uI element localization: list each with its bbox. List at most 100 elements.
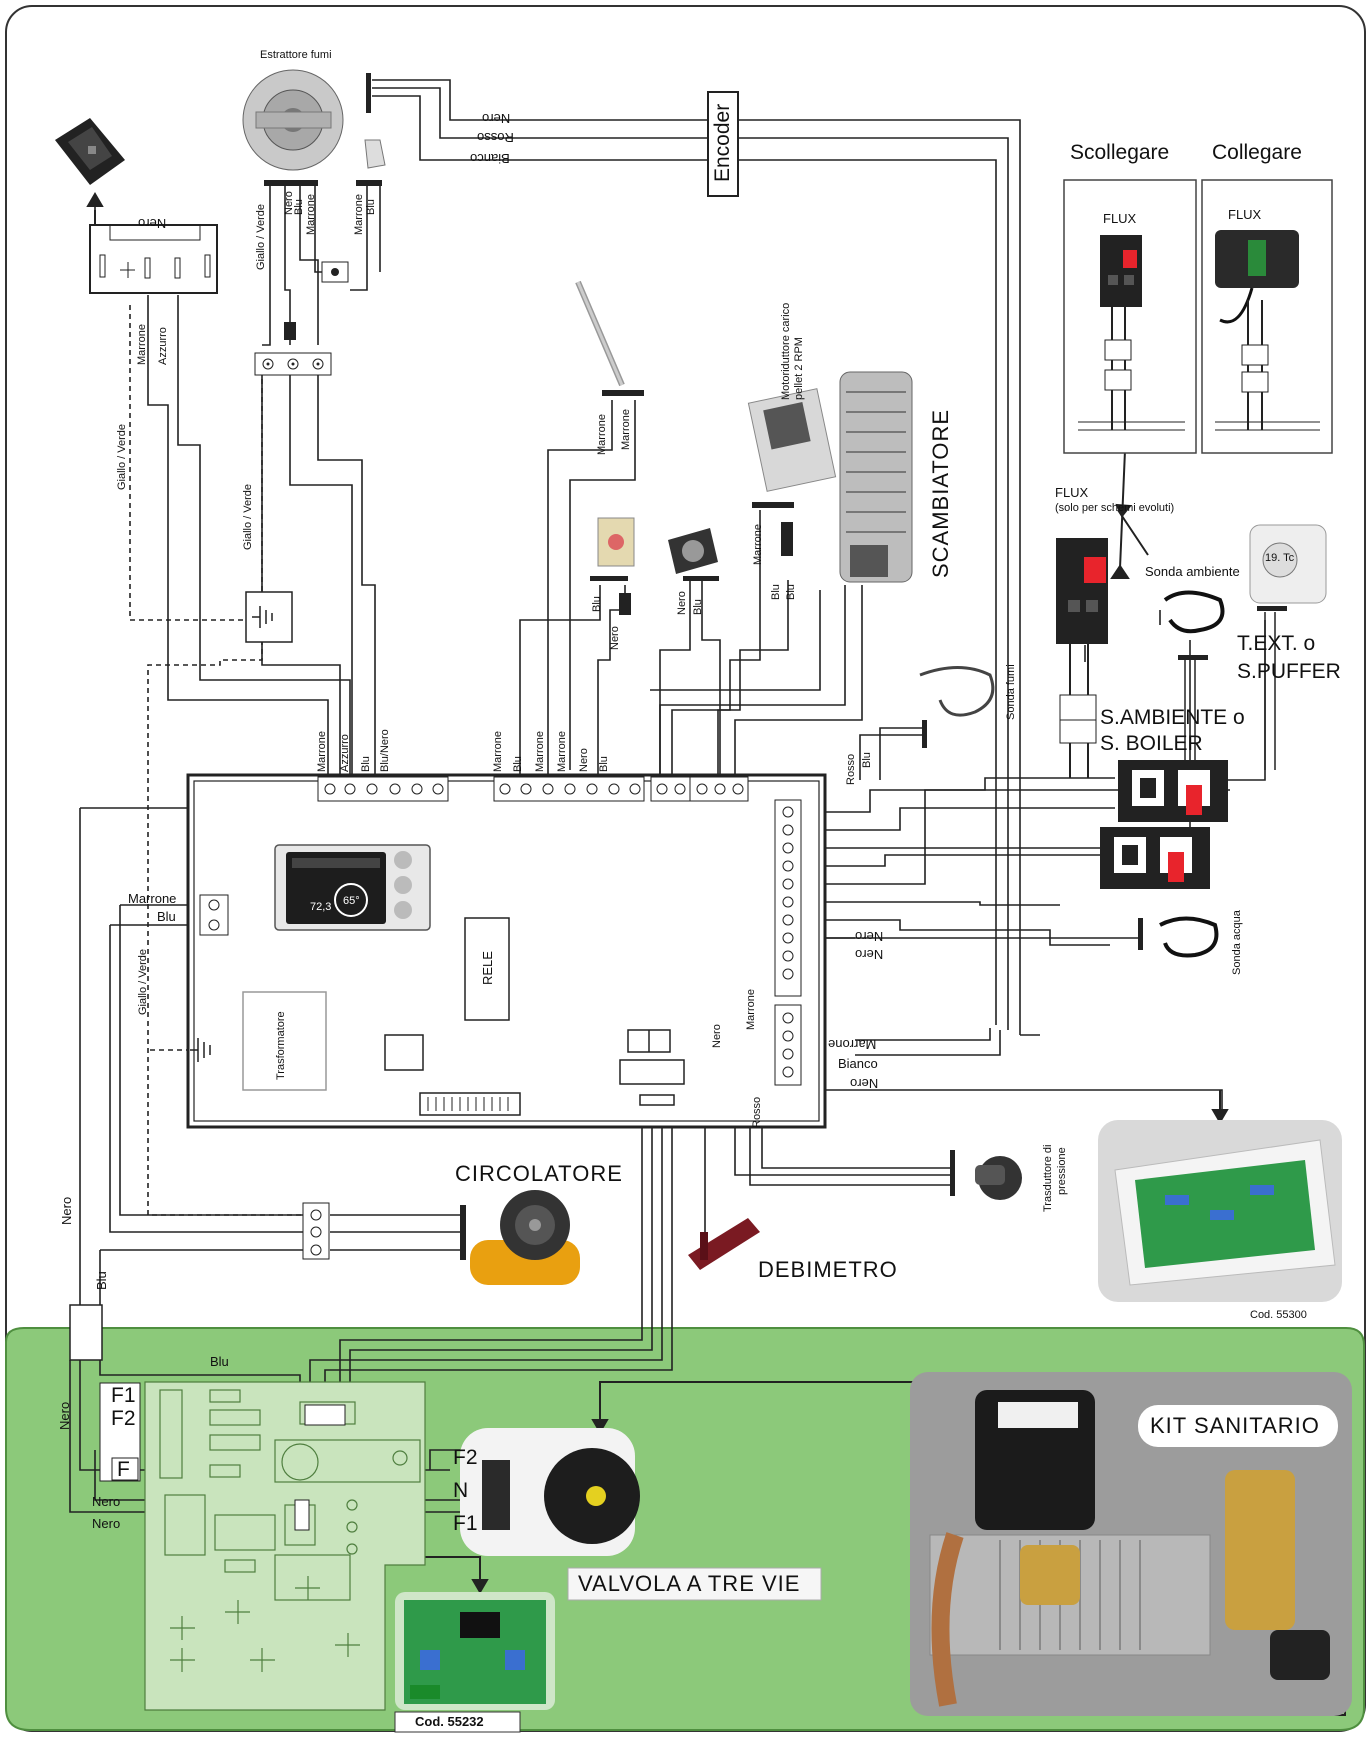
- wire-giallo-verde-2: Giallo / Verde: [242, 483, 254, 550]
- wire-giallo-verde-fumi: Giallo / Verde: [255, 203, 267, 270]
- wire-nero-top: Nero: [578, 748, 590, 772]
- board-bottom-connectors: [619, 1029, 685, 1106]
- wire-marrone-top-3: Marrone: [534, 731, 546, 772]
- wire-marrone-res-2: Marrone: [620, 409, 632, 450]
- probe-connector-2: [1100, 827, 1210, 889]
- scollegare-panel: [1063, 179, 1197, 454]
- label-sonda-ambiente: Sonda ambiente: [1145, 564, 1240, 579]
- wire-blu-kit: Blu: [210, 1354, 229, 1369]
- label-s-ambiente-2: S. BOILER: [1100, 732, 1203, 755]
- wire-nero-socket: Nero: [138, 216, 167, 231]
- wire-marrone-socket: Marrone: [136, 324, 148, 365]
- pressure-switch-small: [590, 517, 635, 615]
- wire-marrone-fumi: Marrone: [305, 194, 317, 235]
- smoke-probe: [919, 666, 995, 748]
- wire-marrone-top-1: Marrone: [316, 731, 328, 772]
- fumes-terminals: [254, 180, 382, 376]
- fumes-extractor: [242, 69, 386, 171]
- wire-nero-board: Nero: [711, 1024, 723, 1048]
- terminal-f2-left: F2: [111, 1407, 136, 1430]
- flux-connector: [1056, 538, 1108, 778]
- label-flux-scollegare: FLUX: [1103, 211, 1137, 226]
- wire-marrone-top-4: Marrone: [556, 731, 568, 772]
- encoder-box: [366, 73, 739, 197]
- wire-marrone-board: Marrone: [745, 989, 757, 1030]
- ribbon-header: [419, 1092, 521, 1116]
- wire-blu-dev1: Blu: [591, 596, 603, 612]
- board-left-terminal: [199, 894, 229, 936]
- display-temp-2: 65°: [343, 895, 360, 907]
- terminal-f1-valve: F1: [453, 1512, 478, 1535]
- kit-sanitario-photo: [910, 1372, 1352, 1716]
- wire-rosso-board: Rosso: [751, 1096, 763, 1128]
- wire-blu-fumi-2: Blu: [365, 199, 377, 215]
- label-kit-sanitario: KIT SANITARIO: [1150, 1413, 1320, 1438]
- wire-blu-probe: Blu: [861, 752, 873, 768]
- wire-nero-dev2: Nero: [676, 591, 688, 615]
- wire-blu-top-1: Blu: [360, 756, 372, 772]
- label-trasduttore-2: pressione: [1056, 1147, 1068, 1195]
- label-estrattore-fumi: Estrattore fumi: [260, 49, 332, 61]
- label-encoder: Encoder: [711, 103, 734, 182]
- wire-blu-left: Blu: [157, 909, 176, 924]
- label-scollegare: Scollegare: [1070, 141, 1170, 164]
- wire-nero-dev1: Nero: [609, 626, 621, 650]
- board-top-terminals: [317, 776, 749, 802]
- pellet-motor: [747, 388, 837, 556]
- label-cod-55300: Cod. 55300: [1250, 1309, 1307, 1321]
- relay-box: [464, 917, 510, 1021]
- wire-azzurro-top: Azzurro: [339, 734, 351, 772]
- terminal-n-valve: N: [453, 1479, 469, 1502]
- ignition-resistor: [575, 280, 644, 396]
- board-photo: [1098, 1120, 1342, 1302]
- wire-giallo-verde-1: Giallo / Verde: [116, 423, 128, 490]
- board-right-terminals: [774, 799, 802, 1086]
- label-scambiatore: SCAMBIATORE: [928, 408, 953, 578]
- label-valvola: VALVOLA A TRE VIE: [578, 1571, 801, 1596]
- wire-nero-r1: Nero: [855, 929, 884, 944]
- wire-blu-top-2: Blu: [512, 756, 524, 772]
- wire-bianco-encoder: Bianco: [470, 151, 510, 166]
- label-collegare: Collegare: [1212, 141, 1302, 164]
- wire-bianco-r: Bianco: [838, 1056, 878, 1071]
- wire-marrone-r: Marrone: [828, 1037, 877, 1052]
- label-debimetro: DEBIMETRO: [758, 1257, 898, 1282]
- label-circolatore: CIRCOLATORE: [455, 1161, 623, 1186]
- label-text-2: S.PUFFER: [1237, 660, 1341, 683]
- label-flux-collegare: FLUX: [1228, 207, 1262, 222]
- thermostat-display: 19. Tc: [1265, 552, 1295, 564]
- label-sonda-fumi: Sonda fumi: [1005, 664, 1017, 720]
- wire-blu-nero-top: Blu/Nero: [379, 729, 391, 772]
- relay-board-schematic: [99, 1381, 426, 1711]
- chip-square: [384, 1034, 424, 1071]
- wire-marrone-motor: Marrone: [752, 524, 764, 565]
- wire-marrone-top-2: Marrone: [492, 731, 504, 772]
- label-cod-55232: Cod. 55232: [415, 1714, 484, 1729]
- wire-blu-motor-1: Blu: [770, 584, 782, 600]
- wire-marrone-res-1: Marrone: [596, 414, 608, 455]
- wire-nero-kit-v: Nero: [57, 1401, 72, 1430]
- wire-marrone-fumi-2: Marrone: [353, 194, 365, 235]
- wire-blu-dev2: Blu: [692, 599, 704, 615]
- terminal-f-left: F: [117, 1458, 130, 1481]
- junction-box: [69, 1304, 103, 1361]
- water-probe: [1138, 916, 1219, 958]
- wire-nero-r3: Nero: [850, 1076, 879, 1091]
- terminal-f2-valve: F2: [453, 1446, 478, 1469]
- wire-azzurro-socket: Azzurro: [157, 327, 169, 365]
- wire-nero-kit-1: Nero: [92, 1494, 121, 1509]
- wire-blu-top-3: Blu: [598, 756, 610, 772]
- flow-meter: [688, 1218, 760, 1270]
- circulator-terminal: [302, 1202, 466, 1260]
- label-rele: RELE: [480, 951, 495, 985]
- wire-nero-r2: Nero: [855, 947, 884, 962]
- power-socket: [55, 118, 125, 185]
- room-thermostat: [1249, 524, 1327, 770]
- pressure-transducer: [950, 1150, 1022, 1200]
- wire-rosso-probe: Rosso: [845, 753, 857, 785]
- transformer-box: [242, 991, 327, 1091]
- label-trasduttore-1: Trasduttore di: [1042, 1144, 1054, 1212]
- wire-blu-left-v: Blu: [94, 1271, 109, 1290]
- wire-giallo-verde-3: Giallo / Verde: [137, 948, 149, 1015]
